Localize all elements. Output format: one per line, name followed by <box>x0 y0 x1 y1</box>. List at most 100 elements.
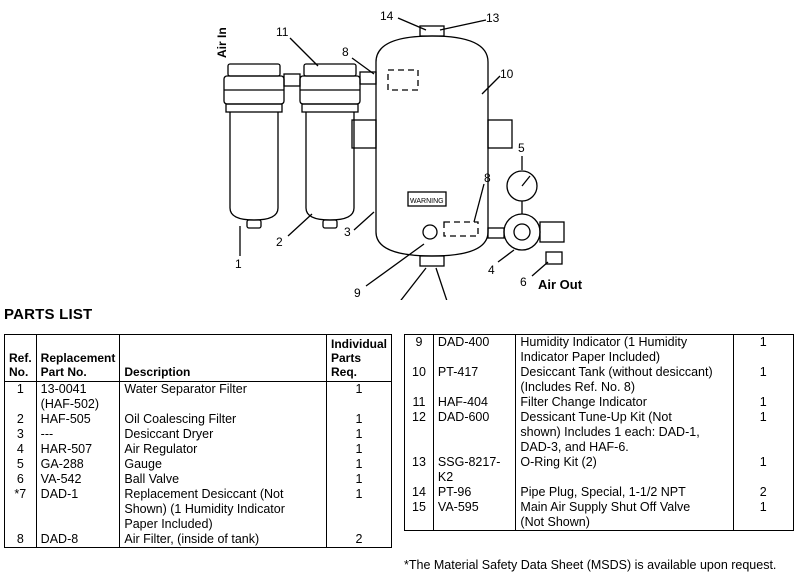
oil-coalescing-filter <box>299 63 361 229</box>
ref-cell: 12 <box>404 410 434 455</box>
part-number-cell: HAF-505 <box>35 412 121 427</box>
description-cell: Filter Change Indicator <box>515 395 734 410</box>
qty-cell: 1 <box>732 500 795 531</box>
ref-cell: 13 <box>404 455 434 485</box>
part-number-cell: DAD-1 <box>35 487 121 532</box>
part-number-cell: PT-417 <box>432 365 517 395</box>
header-description: Description <box>119 334 327 382</box>
part-number-cell: DAD-400 <box>432 334 517 365</box>
msds-footnote: *The Material Safety Data Sheet (MSDS) i… <box>404 558 777 572</box>
callout-5: 5 <box>518 141 525 155</box>
qty-cell: 1 <box>732 410 795 455</box>
air-in-label: Air In <box>215 27 229 58</box>
qty-cell: 1 <box>325 457 393 472</box>
callout-8-top: 8 <box>342 45 349 59</box>
ref-cell: 1 <box>4 381 37 412</box>
part-number-cell: SSG-8217-K2 <box>432 455 517 485</box>
description-cell: Desiccant Tank (without desiccant)(Inclu… <box>515 365 734 395</box>
ref-cell: 15 <box>404 500 434 531</box>
warning-label: WARNING <box>410 198 444 205</box>
qty-cell: 1 <box>325 412 393 427</box>
qty-cell: 2 <box>732 485 795 500</box>
part-number-cell: DAD-8 <box>35 532 121 548</box>
qty-cell: 1 <box>325 472 393 487</box>
callout-4: 4 <box>488 263 495 277</box>
air-out-label: Air Out <box>538 277 583 292</box>
callout-11: 11 <box>276 25 289 39</box>
callout-14-top: 14 <box>380 9 394 23</box>
qty-cell: 1 <box>325 442 393 457</box>
ref-cell: 2 <box>4 412 37 427</box>
gauge-and-regulator <box>487 170 565 265</box>
description-cell: Main Air Supply Shut Off Valve(Not Shown… <box>515 500 734 531</box>
parts-list-heading: PARTS LIST <box>4 306 93 323</box>
ref-cell: 14 <box>404 485 434 500</box>
ref-cell: 4 <box>4 442 37 457</box>
header-ref: Ref.No. <box>4 334 37 382</box>
part-number-cell: GA-288 <box>35 457 121 472</box>
part-number-cell: HAF-404 <box>432 395 517 410</box>
description-cell: Pipe Plug, Special, 1-1/2 NPT <box>515 485 734 500</box>
ref-cell: 11 <box>404 395 434 410</box>
description-cell: O-Ring Kit (2) <box>515 455 734 485</box>
callout-10: 10 <box>500 67 514 81</box>
callout-6: 6 <box>520 275 527 289</box>
water-separator-filter <box>223 63 285 229</box>
callout-2: 2 <box>276 235 283 249</box>
qty-cell: 1 <box>732 334 795 365</box>
qty-cell: 1 <box>325 427 393 442</box>
ref-cell: 10 <box>404 365 434 395</box>
ref-cell: 6 <box>4 472 37 487</box>
callout-13-top: 13 <box>486 11 500 25</box>
assembly-diagram: Air In Air Out WARNING 1 2 3 4 5 6 8 8 9… <box>215 9 583 300</box>
part-number-cell: DAD-600 <box>432 410 517 455</box>
callout-8-bottom: 8 <box>484 171 491 185</box>
description-cell: Water Separator Filter <box>119 381 327 412</box>
qty-cell: 1 <box>732 395 795 410</box>
description-cell: Air Filter, (inside of tank) <box>119 532 327 548</box>
part-number-cell: PT-96 <box>432 485 517 500</box>
part-number-cell: VA-595 <box>432 500 517 531</box>
ref-cell: 3 <box>4 427 37 442</box>
callout-1: 1 <box>235 257 242 271</box>
ref-cell: 9 <box>404 334 434 365</box>
part-number-cell: HAR-507 <box>35 442 121 457</box>
description-cell: Oil Coalescing Filter <box>119 412 327 427</box>
description-cell: Gauge <box>119 457 327 472</box>
callout-9: 9 <box>354 286 361 300</box>
ref-cell: 5 <box>4 457 37 472</box>
description-cell: Ball Valve <box>119 472 327 487</box>
ref-cell: 8 <box>4 532 37 548</box>
qty-cell: 1 <box>325 381 393 412</box>
qty-cell: 2 <box>325 532 393 548</box>
part-number-cell: 13-0041(HAF-502) <box>35 381 121 412</box>
qty-cell: 1 <box>732 455 795 485</box>
callout-3: 3 <box>344 225 351 239</box>
description-cell: Desiccant Dryer <box>119 427 327 442</box>
description-cell: Air Regulator <box>119 442 327 457</box>
